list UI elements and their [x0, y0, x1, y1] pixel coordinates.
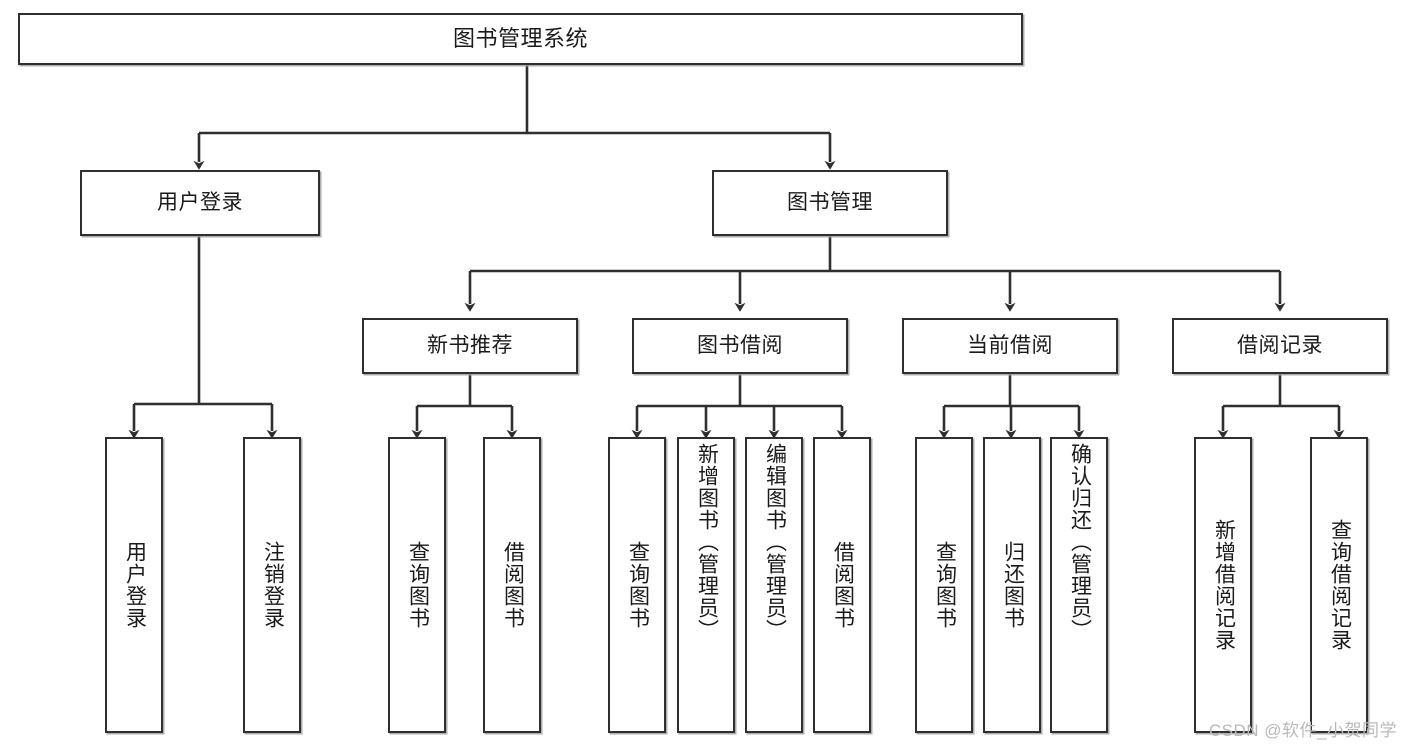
node-leaf-user-login[interactable]: 用户登录: [105, 437, 163, 733]
node-label: 用户登录: [123, 541, 147, 629]
node-label: 查询图书: [406, 541, 430, 629]
node-label: 查询图书: [626, 541, 650, 629]
node-book-management[interactable]: 图书管理: [712, 170, 948, 236]
node-label: 新增图书（管理员）: [695, 443, 719, 641]
node-leaf-add-borrow-record[interactable]: 新增借阅记录: [1194, 437, 1252, 733]
node-leaf-query-book-current[interactable]: 查询图书: [915, 437, 973, 733]
node-label: 借阅记录: [1237, 333, 1323, 357]
node-leaf-add-book-admin[interactable]: 新增图书（管理员）: [677, 437, 735, 733]
node-root-system[interactable]: 图书管理系统: [18, 13, 1023, 65]
node-label: 借阅图书: [831, 541, 855, 629]
node-leaf-query-book[interactable]: 查询图书: [608, 437, 666, 733]
node-leaf-edit-book-admin[interactable]: 编辑图书（管理员）: [745, 437, 803, 733]
node-label: 新增借阅记录: [1212, 519, 1236, 651]
node-label: 用户登录: [157, 190, 243, 214]
node-label: 注销登录: [261, 541, 285, 629]
node-label: 图书借阅: [697, 333, 783, 357]
node-leaf-query-borrow-record[interactable]: 查询借阅记录: [1310, 437, 1368, 733]
node-label: 新书推荐: [427, 333, 513, 357]
node-leaf-borrow-book-recommend[interactable]: 借阅图书: [483, 437, 541, 733]
node-leaf-borrow-book[interactable]: 借阅图书: [813, 437, 871, 733]
node-label: 确认归还（管理员）: [1068, 443, 1092, 641]
node-borrow-record[interactable]: 借阅记录: [1172, 318, 1388, 374]
node-leaf-logout[interactable]: 注销登录: [243, 437, 301, 733]
node-new-book-recommend[interactable]: 新书推荐: [362, 318, 578, 374]
node-label: 借阅图书: [501, 541, 525, 629]
watermark: CSDN @软件_小贺同学: [1208, 721, 1397, 740]
node-label: 查询借阅记录: [1328, 519, 1352, 651]
node-leaf-query-book-recommend[interactable]: 查询图书: [388, 437, 446, 733]
node-label: 编辑图书（管理员）: [763, 443, 787, 641]
node-leaf-return-book[interactable]: 归还图书: [983, 437, 1041, 733]
node-label: 图书管理系统: [452, 26, 588, 52]
node-label: 当前借阅: [967, 333, 1053, 357]
node-label: 归还图书: [1001, 541, 1025, 629]
node-label: 图书管理: [787, 190, 873, 214]
node-label: 查询图书: [933, 541, 957, 629]
node-leaf-confirm-return-admin[interactable]: 确认归还（管理员）: [1050, 437, 1108, 733]
node-user-login[interactable]: 用户登录: [80, 170, 320, 236]
node-current-borrow[interactable]: 当前借阅: [902, 318, 1118, 374]
node-book-borrow[interactable]: 图书借阅: [632, 318, 848, 374]
